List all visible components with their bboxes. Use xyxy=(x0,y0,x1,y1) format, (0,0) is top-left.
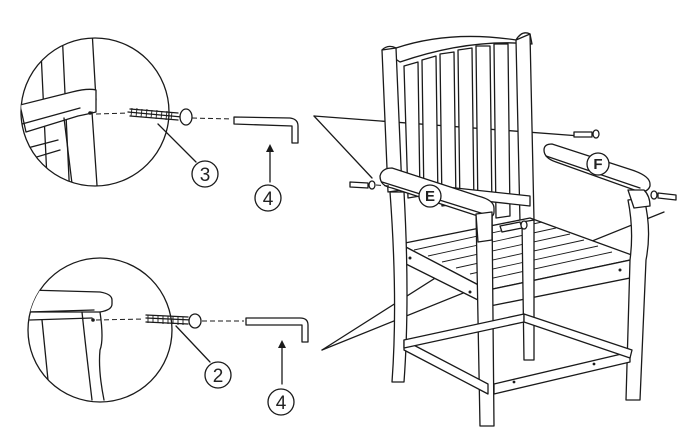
callout-3-label: 3 xyxy=(200,165,211,186)
leader-3 xyxy=(157,123,197,163)
callout-2-label: 2 xyxy=(213,366,224,387)
detail-circle-bottom xyxy=(27,257,173,403)
callout-4-top: 4 xyxy=(254,144,282,212)
screw-right-back xyxy=(573,129,600,139)
screw-seat-center xyxy=(499,220,528,233)
screw-2 xyxy=(145,313,202,329)
part-label-f-text: F xyxy=(593,156,602,173)
callout-4-top-label: 4 xyxy=(263,189,274,210)
callout-3: 3 xyxy=(191,160,219,188)
callout-4-bottom-label: 4 xyxy=(276,393,287,414)
screw-3 xyxy=(127,107,193,126)
wrench-4-bottom xyxy=(245,317,309,343)
wrench-4-top xyxy=(233,116,299,144)
leader-2 xyxy=(175,325,211,363)
part-label-e-text: E xyxy=(425,188,435,205)
chair-illustration: E F xyxy=(349,32,677,427)
screw-left-arm xyxy=(349,180,391,190)
callout-4-bottom: 4 xyxy=(267,340,295,416)
part-label-e: E xyxy=(418,184,442,208)
callout-2: 2 xyxy=(204,361,232,389)
part-label-f: F xyxy=(586,152,610,176)
screw-right-arm-front xyxy=(650,190,677,201)
